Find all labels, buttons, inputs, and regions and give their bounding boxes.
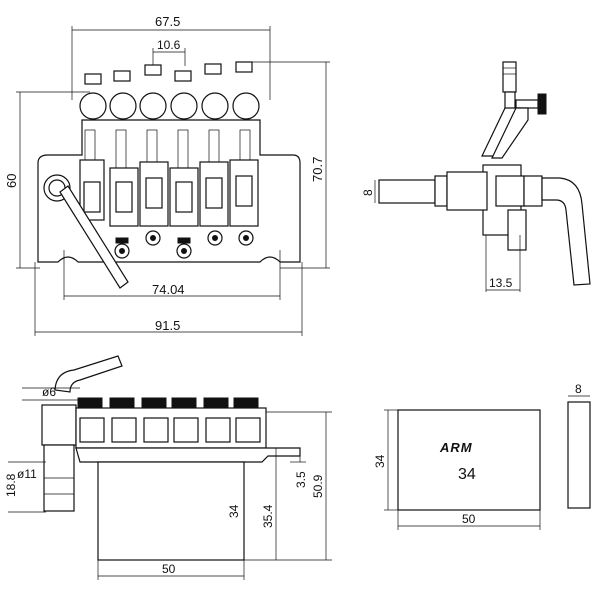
- dim-block-thickness: 8: [575, 382, 582, 396]
- fine-tuner-knobs: [79, 92, 260, 120]
- sustain-block: [397, 409, 541, 511]
- front-saddles: [79, 417, 261, 443]
- block-logo: ARM: [439, 440, 473, 455]
- dim-string-spacing: 10.6: [157, 38, 181, 52]
- dim-arm-diameter: ø6: [42, 385, 56, 399]
- block-side: [567, 401, 591, 509]
- dim-plate-width: 91.5: [155, 318, 180, 333]
- block-view: ARM 34 34 50 8: [373, 382, 591, 530]
- top-view: 67.5 10.6: [4, 14, 330, 336]
- dim-total-depth: 50.9: [311, 474, 325, 498]
- dim-block-offset: 13.5: [489, 276, 513, 290]
- side-view: 8 13.5: [361, 61, 591, 292]
- front-view: ø6 ø11 18.8: [4, 355, 332, 580]
- dim-collar-height: 18.8: [4, 473, 18, 497]
- dim-overall-width: 67.5: [155, 14, 180, 29]
- dim-block-width: 50: [162, 562, 176, 576]
- dim-arm-hole: 8: [361, 189, 375, 196]
- dim-depth-total: 35.4: [261, 504, 275, 528]
- dim-stud-spacing: 74.04: [152, 282, 185, 297]
- tremolo-arm: [59, 185, 129, 289]
- dim-body-height: 60: [4, 174, 19, 188]
- front-tuner-heads: [77, 397, 259, 409]
- front-arm: [54, 355, 123, 393]
- dim-block-depth: 34: [227, 504, 241, 518]
- side-arm: [541, 177, 591, 286]
- saddle-lock-screws: [114, 230, 254, 259]
- base-plate: [37, 119, 301, 263]
- dim-collar-diameter: ø11: [17, 467, 37, 481]
- block-label: 34: [458, 466, 476, 483]
- dim-plate-thickness: 3.5: [294, 471, 308, 488]
- front-sustain-block: [97, 461, 245, 561]
- dim-total-height: 70.7: [310, 157, 325, 182]
- dim-block-width-2: 50: [462, 512, 476, 526]
- saddle-screws: [84, 61, 253, 85]
- saddles: [79, 129, 259, 227]
- dim-block-height: 34: [373, 454, 387, 468]
